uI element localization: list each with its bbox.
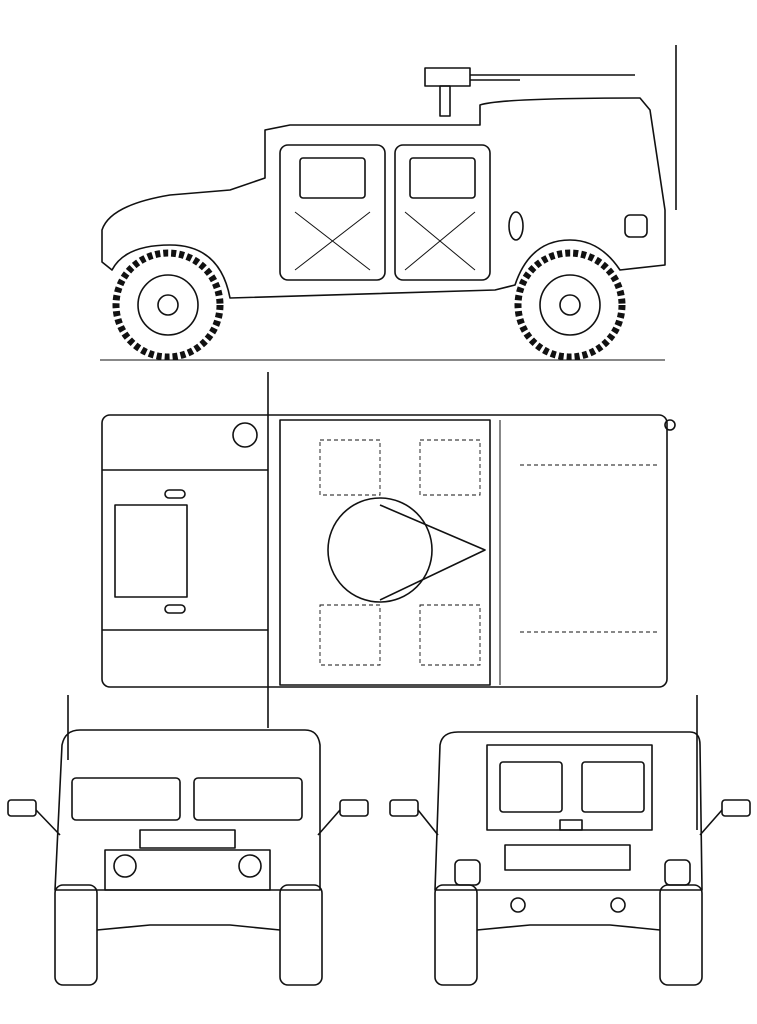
machine-gun	[424, 67, 635, 117]
rear-window-right	[581, 761, 645, 813]
rear-axle	[476, 924, 661, 931]
hood-grille	[114, 504, 188, 598]
front-door	[279, 144, 386, 281]
mirror-right	[339, 799, 369, 817]
mirror-arms	[35, 809, 341, 836]
gun-mount	[439, 85, 451, 117]
front-wheel	[112, 249, 224, 361]
front-body-outline	[54, 729, 321, 891]
tail-light	[624, 214, 648, 238]
front-wheel-right	[279, 884, 323, 986]
rear-body-outline	[434, 731, 703, 891]
front-view	[7, 695, 369, 986]
rear-cover	[486, 744, 653, 831]
hood-latch	[164, 604, 186, 614]
front-wheel-left	[54, 884, 98, 986]
side-view	[100, 45, 677, 361]
windshield-left	[71, 777, 181, 821]
gun-receiver	[424, 67, 471, 87]
rear-window	[409, 157, 476, 199]
gun-mount-plate	[379, 504, 486, 601]
tow-hook	[610, 897, 626, 913]
tail-light-left	[454, 859, 481, 886]
cab-roof	[279, 419, 491, 686]
grille	[104, 849, 271, 891]
turret-ring	[327, 497, 433, 603]
tailgate	[504, 844, 631, 871]
hatch-outline	[319, 604, 381, 666]
top-body-outline	[101, 414, 668, 688]
hatch-outline	[319, 439, 381, 496]
top-view	[101, 372, 676, 728]
body-outline	[101, 97, 666, 299]
rear-window-left	[499, 761, 563, 813]
mirror-left	[7, 799, 37, 817]
mirror-right	[721, 799, 751, 817]
air-intake	[232, 422, 258, 448]
rear-view	[389, 695, 751, 986]
front-window	[299, 157, 366, 199]
hatch-outline	[419, 604, 481, 666]
license-plate	[559, 819, 583, 831]
axle	[96, 924, 281, 931]
hood-latch	[164, 489, 186, 499]
rear-wheel-right	[659, 884, 703, 986]
mirror-arms	[417, 809, 723, 836]
headlight-left	[113, 854, 137, 878]
door-braces	[294, 211, 476, 271]
fuel-cap	[508, 211, 524, 241]
mirror-left	[389, 799, 419, 817]
tail-light-right	[664, 859, 691, 886]
antenna-base	[664, 419, 676, 431]
rear-wheel-left	[434, 884, 478, 986]
headlight-right	[238, 854, 262, 878]
hatch-outline	[419, 439, 481, 496]
hood-vent	[139, 829, 236, 849]
windshield-right	[193, 777, 303, 821]
rear-wheel	[514, 249, 626, 361]
rear-door	[394, 144, 491, 281]
tow-hook	[510, 897, 526, 913]
